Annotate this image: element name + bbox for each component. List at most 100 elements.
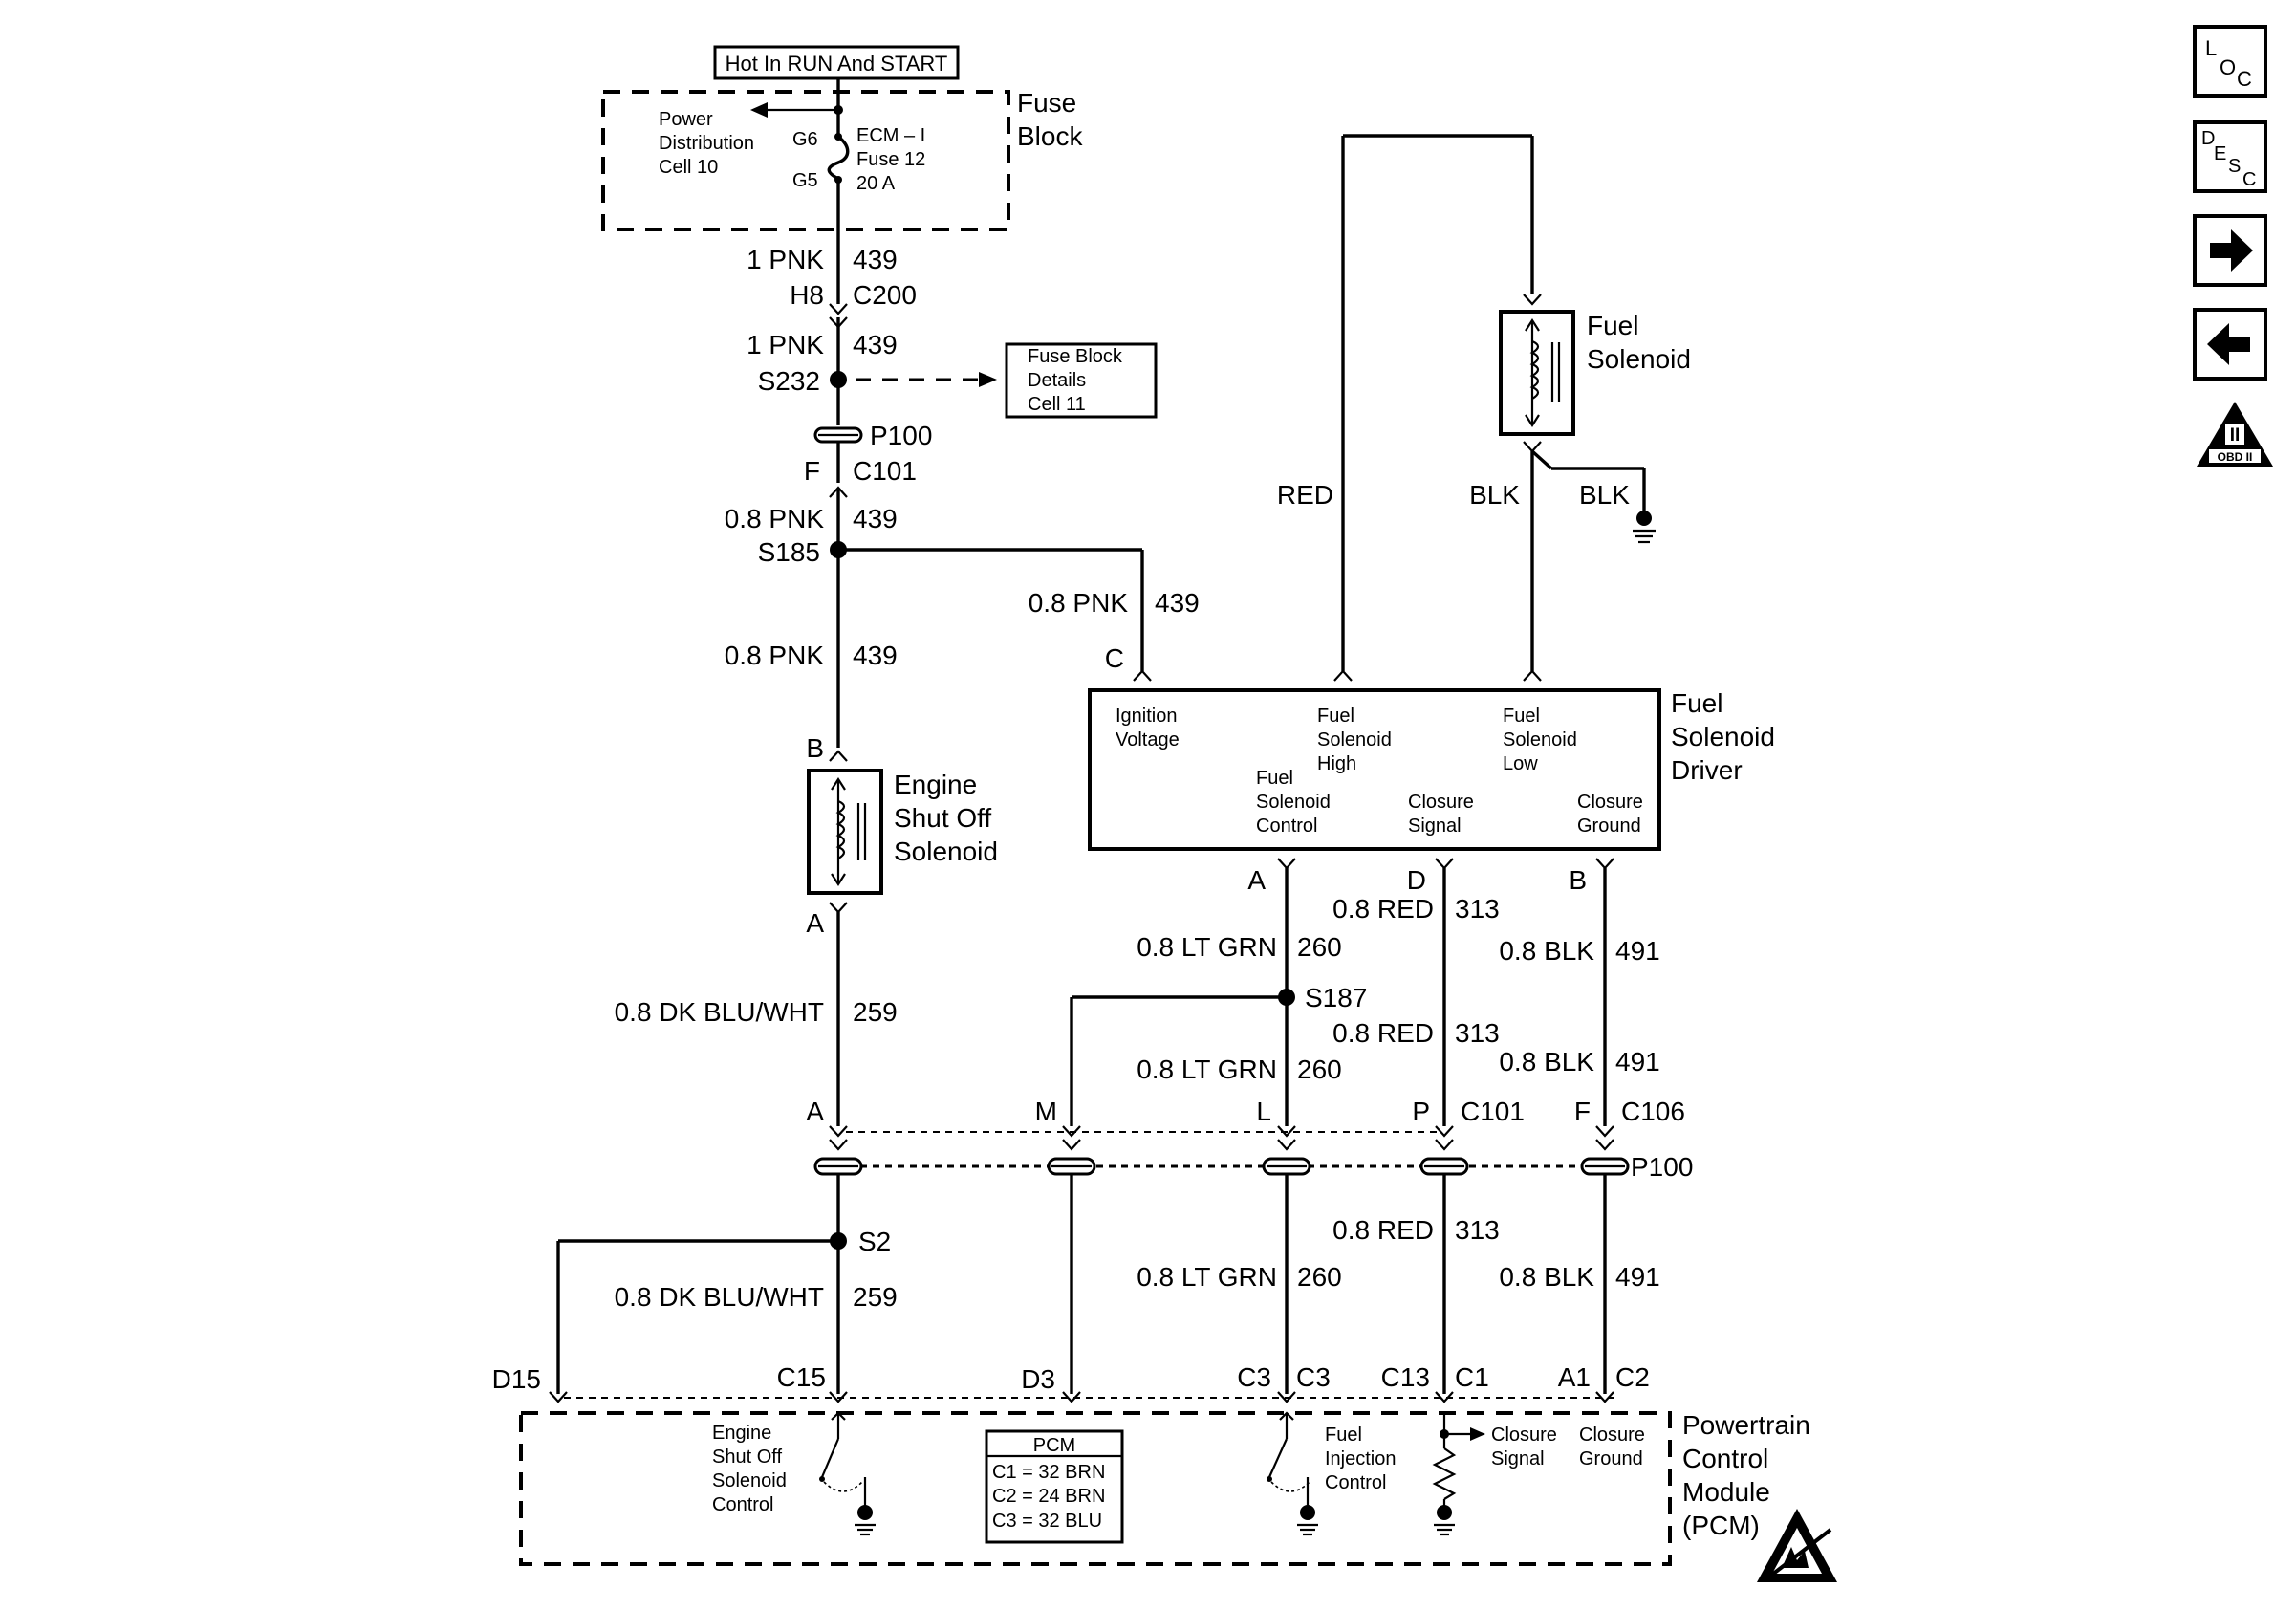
pin-a-drv-label: A bbox=[1247, 865, 1266, 895]
driver-title-1: Fuel bbox=[1671, 688, 1722, 718]
w15-gauge: 0.8 LT GRN bbox=[1137, 1262, 1277, 1292]
p100-top-label: P100 bbox=[870, 421, 932, 450]
fuel-sol-bottom-connector bbox=[1523, 441, 1542, 453]
cf-upper-chevron bbox=[1595, 1125, 1614, 1138]
pcm-table-title: PCM bbox=[1033, 1435, 1075, 1456]
c-a-label: A bbox=[806, 1097, 824, 1126]
driver-ign-2: Voltage bbox=[1116, 729, 1180, 751]
nav-previous-button[interactable] bbox=[2193, 308, 2267, 381]
fuse-details-3: Cell 11 bbox=[1028, 394, 1086, 415]
eso-title-2: Shut Off bbox=[894, 803, 991, 833]
eso-coil bbox=[835, 799, 846, 859]
fuel-sol-title-1: Fuel bbox=[1587, 311, 1638, 340]
w9-gauge: 0.8 BLK bbox=[1499, 936, 1594, 966]
obd-roman: II bbox=[2230, 425, 2241, 446]
fuse-details-box[interactable] bbox=[1005, 342, 1158, 419]
esd-warning-icon bbox=[1757, 1509, 1837, 1582]
s2-label: S2 bbox=[858, 1227, 891, 1256]
w14-circuit: 313 bbox=[1455, 1215, 1500, 1245]
driver-title-3: Driver bbox=[1671, 755, 1743, 785]
ca-lower-chevron bbox=[829, 1139, 848, 1151]
hot-in-label: Hot In RUN And START bbox=[726, 52, 948, 76]
fuse-block-outline bbox=[601, 90, 1010, 231]
pin-a-eso-label: A bbox=[806, 908, 824, 938]
w11-gauge: 0.8 LT GRN bbox=[1137, 1055, 1277, 1084]
pcm-fic-3: Control bbox=[1325, 1472, 1386, 1493]
pcm-title-2: Control bbox=[1682, 1444, 1768, 1473]
eso-title-3: Solenoid bbox=[894, 837, 998, 866]
desc-s: S bbox=[2228, 156, 2241, 177]
driver-cs-1: Closure bbox=[1408, 792, 1474, 813]
s185-label: S185 bbox=[758, 537, 820, 567]
pcm-pin-c15 bbox=[829, 1391, 848, 1403]
cm-lower-chevron bbox=[1062, 1139, 1081, 1151]
cl-lower-chevron bbox=[1277, 1139, 1296, 1151]
ground-icon-cs-dot bbox=[1437, 1505, 1452, 1520]
h8-label: H8 bbox=[790, 280, 824, 310]
fuel-sol-top-connector bbox=[1523, 294, 1542, 306]
c-f-label: F bbox=[1574, 1097, 1591, 1126]
fuse-details-2: Details bbox=[1028, 370, 1086, 391]
pcm-cs-1: Closure bbox=[1491, 1425, 1557, 1446]
w1-gauge: 1 PNK bbox=[747, 245, 824, 274]
description-icon[interactable] bbox=[2193, 120, 2267, 193]
loc-c: C bbox=[2237, 67, 2252, 91]
pin-d3-label: D3 bbox=[1021, 1364, 1055, 1394]
pdc-label-1: Power bbox=[659, 109, 713, 130]
c101-top-connector bbox=[829, 486, 848, 498]
w2-gauge: 1 PNK bbox=[747, 330, 824, 359]
s232-label: S232 bbox=[758, 366, 820, 396]
fuel-sol-title-2: Solenoid bbox=[1587, 344, 1691, 374]
w2-circuit: 439 bbox=[853, 330, 898, 359]
eso-switch-blade bbox=[820, 1438, 840, 1478]
w9-circuit: 491 bbox=[1615, 936, 1660, 966]
nav-description-button[interactable]: D E S C bbox=[2193, 120, 2267, 193]
s232-arrow-head bbox=[979, 372, 997, 387]
pdc-label-3: Cell 10 bbox=[659, 157, 718, 178]
pin-d15-label: D15 bbox=[492, 1364, 541, 1394]
w8-circuit: 260 bbox=[1297, 932, 1342, 962]
fuse-terminal-top bbox=[834, 105, 843, 115]
pin-b-eso-label: B bbox=[806, 733, 824, 763]
esd-slash bbox=[1766, 1528, 1832, 1579]
nav-next-button[interactable] bbox=[2193, 214, 2267, 287]
nav-location-button[interactable]: L O C bbox=[2193, 25, 2267, 98]
pin-c3a-label: C3 bbox=[1237, 1362, 1271, 1392]
obd-ii-icon[interactable]: II OBD II bbox=[2197, 402, 2273, 467]
driver-fsh-3: High bbox=[1317, 753, 1356, 774]
w1-circuit: 439 bbox=[853, 245, 898, 274]
driver-fsh-1: Fuel bbox=[1317, 706, 1354, 727]
fuse-label-3: 20 A bbox=[856, 173, 896, 194]
ground-icon-eso-dot bbox=[857, 1505, 873, 1520]
drv-b-connector bbox=[1595, 858, 1614, 870]
location-icon[interactable] bbox=[2193, 25, 2267, 98]
fuse-details-1: Fuse Block bbox=[1028, 346, 1123, 367]
w10-gauge: 0.8 RED bbox=[1332, 1018, 1434, 1048]
fic-switch-dotted bbox=[1270, 1481, 1310, 1492]
w5-gauge: 0.8 PNK bbox=[725, 641, 825, 670]
c200-connector bbox=[829, 303, 848, 315]
driver-cg-2: Ground bbox=[1577, 816, 1641, 837]
w6-gauge: 0.8 DK BLU/WHT bbox=[615, 997, 824, 1027]
pcm-table-row-3: C3 = 32 BLU bbox=[992, 1511, 1102, 1532]
cp-lower-chevron bbox=[1435, 1139, 1454, 1151]
pin-c3b-label: C3 bbox=[1296, 1362, 1331, 1392]
desc-e: E bbox=[2214, 143, 2226, 164]
pcm-fic-2: Injection bbox=[1325, 1448, 1397, 1469]
driver-fsl-2: Solenoid bbox=[1503, 729, 1577, 751]
obd-label: OBD II bbox=[2218, 450, 2253, 464]
pcm-title-4: (PCM) bbox=[1682, 1511, 1760, 1540]
w13-circuit: 259 bbox=[853, 1282, 898, 1312]
pcm-table bbox=[985, 1429, 1124, 1544]
driver-fsc-2: Solenoid bbox=[1256, 792, 1331, 813]
red-label: RED bbox=[1277, 480, 1333, 510]
w6-circuit: 259 bbox=[853, 997, 898, 1027]
f-top-label: F bbox=[804, 456, 820, 486]
c101-top-label: C101 bbox=[853, 456, 917, 486]
pcm-eso-4: Control bbox=[712, 1494, 773, 1515]
eso-switch-contact bbox=[819, 1476, 825, 1482]
w3-circuit: 439 bbox=[853, 504, 898, 533]
eso-solenoid-box bbox=[807, 769, 883, 895]
pin-d-drv-label: D bbox=[1407, 865, 1426, 895]
c-m-label: M bbox=[1035, 1097, 1057, 1126]
